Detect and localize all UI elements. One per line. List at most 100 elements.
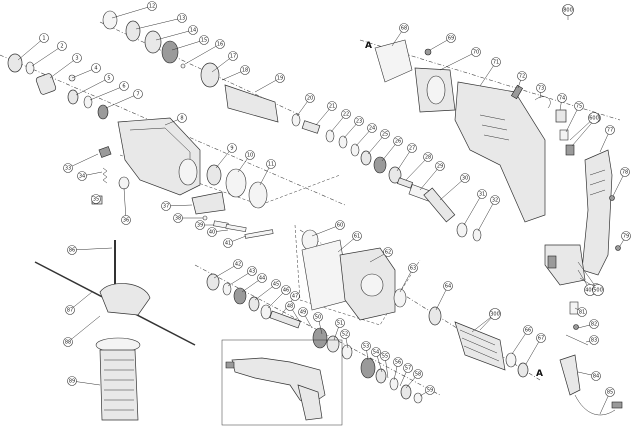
callout-label: 56: [395, 359, 401, 365]
callout-circle: [335, 220, 345, 230]
callout-label: 75: [576, 103, 582, 109]
part-spring-7: [97, 104, 109, 120]
callout-label: 45: [273, 281, 279, 287]
callout-label: 88: [65, 339, 71, 345]
brush-holders: [510, 84, 575, 156]
callout-51: 51: [335, 318, 345, 328]
callout-17: 17: [228, 51, 238, 61]
callout-label: 61: [354, 233, 360, 239]
callout-label: 43: [249, 268, 255, 274]
part-rod-40: [225, 223, 247, 233]
leader-line-7: [105, 93, 139, 109]
armature-windings: [459, 329, 500, 362]
callout-25: 25: [380, 129, 390, 139]
callout-label: 86: [69, 247, 75, 253]
callout-circle: [285, 301, 295, 311]
callout-label: 29: [437, 163, 443, 169]
callout-circle: [67, 376, 77, 386]
callout-label: 18: [242, 67, 248, 73]
inset-tool-handle: [297, 384, 323, 421]
callout-label: 58: [415, 371, 421, 377]
callout-75: 75: [574, 101, 584, 111]
part-gear-15: [161, 40, 179, 64]
callout-circle: [240, 65, 250, 75]
callout-3: 3: [72, 53, 82, 63]
callout-42: 42: [233, 259, 243, 269]
callout-12: 12: [147, 1, 157, 11]
callout-6: 6: [119, 81, 129, 91]
callout-label: 34: [79, 173, 85, 179]
callout-34: 34: [77, 171, 87, 181]
callout-79: 79: [621, 231, 631, 241]
part-capacitor-81: [569, 301, 579, 315]
part-handle-77: [581, 149, 613, 276]
callout-label: 72: [519, 73, 525, 79]
callout-circle: [589, 335, 599, 345]
callout-46: 46: [281, 285, 291, 295]
part-ring-54: [375, 368, 387, 384]
part-pin-38: [202, 215, 208, 221]
callout-82: 82: [589, 319, 599, 329]
callout-label: 33: [65, 165, 71, 171]
callout-circle: [195, 220, 205, 230]
callout-circle: [367, 123, 377, 133]
spindle-assembly: [224, 84, 482, 242]
callout-13: 13: [177, 13, 187, 23]
callout-11: 11: [266, 159, 276, 169]
callout-10: 10: [245, 150, 255, 160]
callout-label: 19: [277, 75, 283, 81]
callout-circle: [354, 116, 364, 126]
callout-circle: [67, 245, 77, 255]
part-oring-24: [350, 143, 360, 157]
callout-circle: [490, 195, 500, 205]
part-clutch-18: [200, 62, 220, 88]
leader-line-86: [71, 247, 113, 251]
callout-label: 41: [225, 240, 231, 246]
callout-label: 52: [342, 331, 348, 337]
part-seal-31: [456, 222, 468, 238]
part-ring-2: [25, 61, 35, 75]
callout-label: 55: [382, 353, 388, 359]
callout-label: 50: [315, 314, 321, 320]
leader-line-31: [463, 193, 483, 226]
part-wire-73: [534, 96, 551, 109]
callout-label: 85: [607, 389, 613, 395]
motor-housing-vents: [479, 114, 510, 141]
part-oring-23: [338, 135, 348, 149]
callout-label: 3: [75, 55, 78, 61]
leader-line-16: [184, 43, 221, 65]
callout-label: 12: [149, 3, 155, 9]
callout-74: 74: [557, 93, 567, 103]
callout-label: 64: [445, 283, 451, 289]
part-cable-85: [574, 394, 616, 416]
callout-label: 31: [479, 191, 485, 197]
callout-38: 38: [173, 213, 183, 223]
callout-40: 40: [207, 227, 217, 237]
leader-line-2: [31, 45, 63, 67]
callout-label: 500: [593, 287, 603, 293]
callout-circle: [589, 319, 599, 329]
callout-70: 70: [471, 47, 481, 57]
nose-assembly: [7, 53, 109, 120]
leader-line-70: [439, 51, 477, 71]
callout-53: 53: [361, 341, 371, 351]
callout-label: 39: [197, 222, 203, 228]
callout-circle: [536, 333, 546, 343]
callout-27: 27: [407, 143, 417, 153]
callout-label: 79: [623, 233, 629, 239]
callout-circle: [199, 35, 209, 45]
callout-label: 20: [307, 95, 313, 101]
callout-circle: [577, 307, 587, 317]
callout-circle: [471, 47, 481, 57]
callout-85: 85: [605, 387, 615, 397]
callout-circle: [588, 112, 600, 124]
callout-circle: [380, 129, 390, 139]
callout-label: 67: [538, 335, 544, 341]
callout-circle: [266, 159, 276, 169]
leader-line-3: [49, 57, 78, 79]
callout-circle: [477, 189, 487, 199]
callout-circle: [313, 312, 323, 322]
callout-label: 83: [591, 337, 597, 343]
handle-grip-texture: [589, 169, 606, 196]
